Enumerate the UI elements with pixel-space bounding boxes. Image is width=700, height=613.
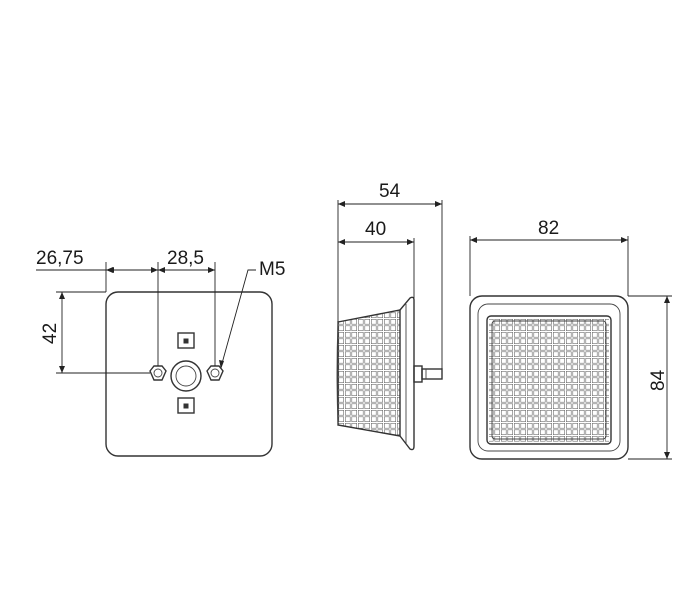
lens-view-housing: [469, 295, 629, 460]
dim-label-28-5: 28,5: [167, 248, 204, 269]
dim-label-40: 40: [365, 219, 386, 240]
dim-label-54: 54: [379, 181, 401, 202]
side-lens-texture: [338, 310, 400, 436]
top-square-boss: [177, 332, 195, 349]
front-view: 26,75 28,5 M5 42: [36, 248, 285, 457]
dim-label-42: 42: [40, 323, 61, 344]
bottom-square-boss: [177, 397, 195, 414]
lens-texture: [489, 318, 609, 442]
m5-label: M5: [259, 259, 285, 280]
right-mounting-hole: [206, 365, 224, 381]
center-cable-entry: [170, 360, 202, 392]
lens-outline: [486, 315, 612, 445]
side-housing-flange: [399, 296, 415, 451]
side-view: 54 40: [336, 181, 443, 451]
dim-label-26-75: 26,75: [36, 248, 84, 269]
lens-view: 82 84: [469, 218, 672, 460]
side-mounting-stud: [413, 365, 443, 383]
dim-label-82: 82: [538, 218, 559, 239]
front-housing: [105, 291, 273, 457]
left-mounting-hole: [149, 365, 167, 381]
m5-leader-line: [220, 269, 256, 368]
dim-label-84: 84: [648, 369, 669, 391]
